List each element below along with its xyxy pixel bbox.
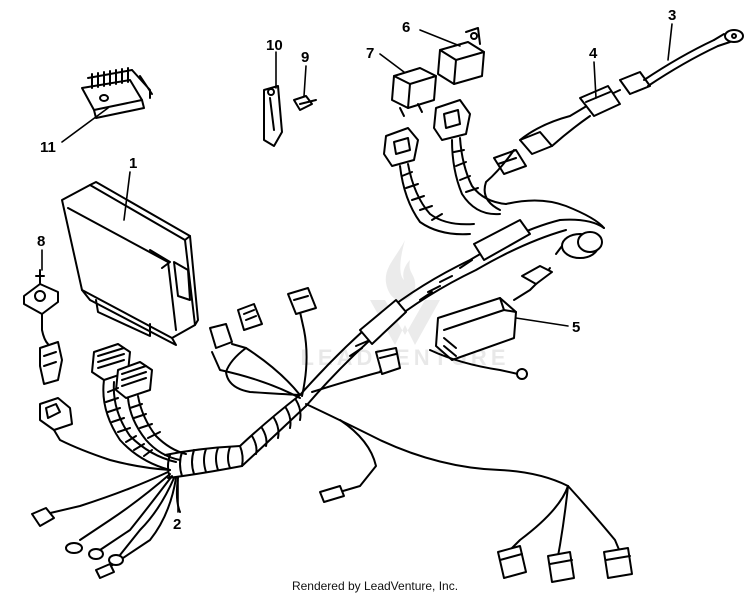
part-6-relay: [433, 27, 507, 216]
part-4-connector: [483, 71, 651, 229]
footer-credit: Rendered by LeadVenture, Inc.: [291, 579, 459, 593]
callout-10: 10: [266, 37, 283, 54]
part-11-module: [81, 67, 153, 119]
callout-5: 5: [572, 319, 580, 336]
connector-left-lower: [39, 397, 171, 471]
callout-4: 4: [589, 45, 598, 62]
callout-7: 7: [366, 45, 374, 62]
part-9-bolt: [293, 95, 317, 111]
part-3-lead: [643, 29, 744, 87]
part-2-main-harness: [31, 445, 244, 579]
part-8-sensor: [23, 269, 63, 385]
connector-round: [555, 231, 603, 259]
harness-center-trunk: [209, 287, 317, 467]
harness-upper-wrap: [299, 218, 605, 407]
callout-9: 9: [301, 49, 309, 66]
leader-lines: [41, 23, 673, 513]
callout-3: 3: [668, 7, 676, 24]
callout-2: 2: [173, 516, 181, 533]
harness-wrap-left: [102, 379, 187, 471]
callout-6: 6: [402, 19, 410, 36]
part-7-relay: [383, 67, 475, 236]
part-10-bracket: [263, 85, 283, 147]
part-5-fuse-holder: [429, 265, 553, 380]
harness-right-branch: [305, 347, 633, 583]
connector-ecu-b: [115, 361, 153, 399]
callout-8: 8: [37, 233, 45, 250]
callout-1: 1: [129, 155, 137, 172]
callout-11: 11: [40, 139, 56, 156]
part-1-ecu: [61, 181, 199, 346]
